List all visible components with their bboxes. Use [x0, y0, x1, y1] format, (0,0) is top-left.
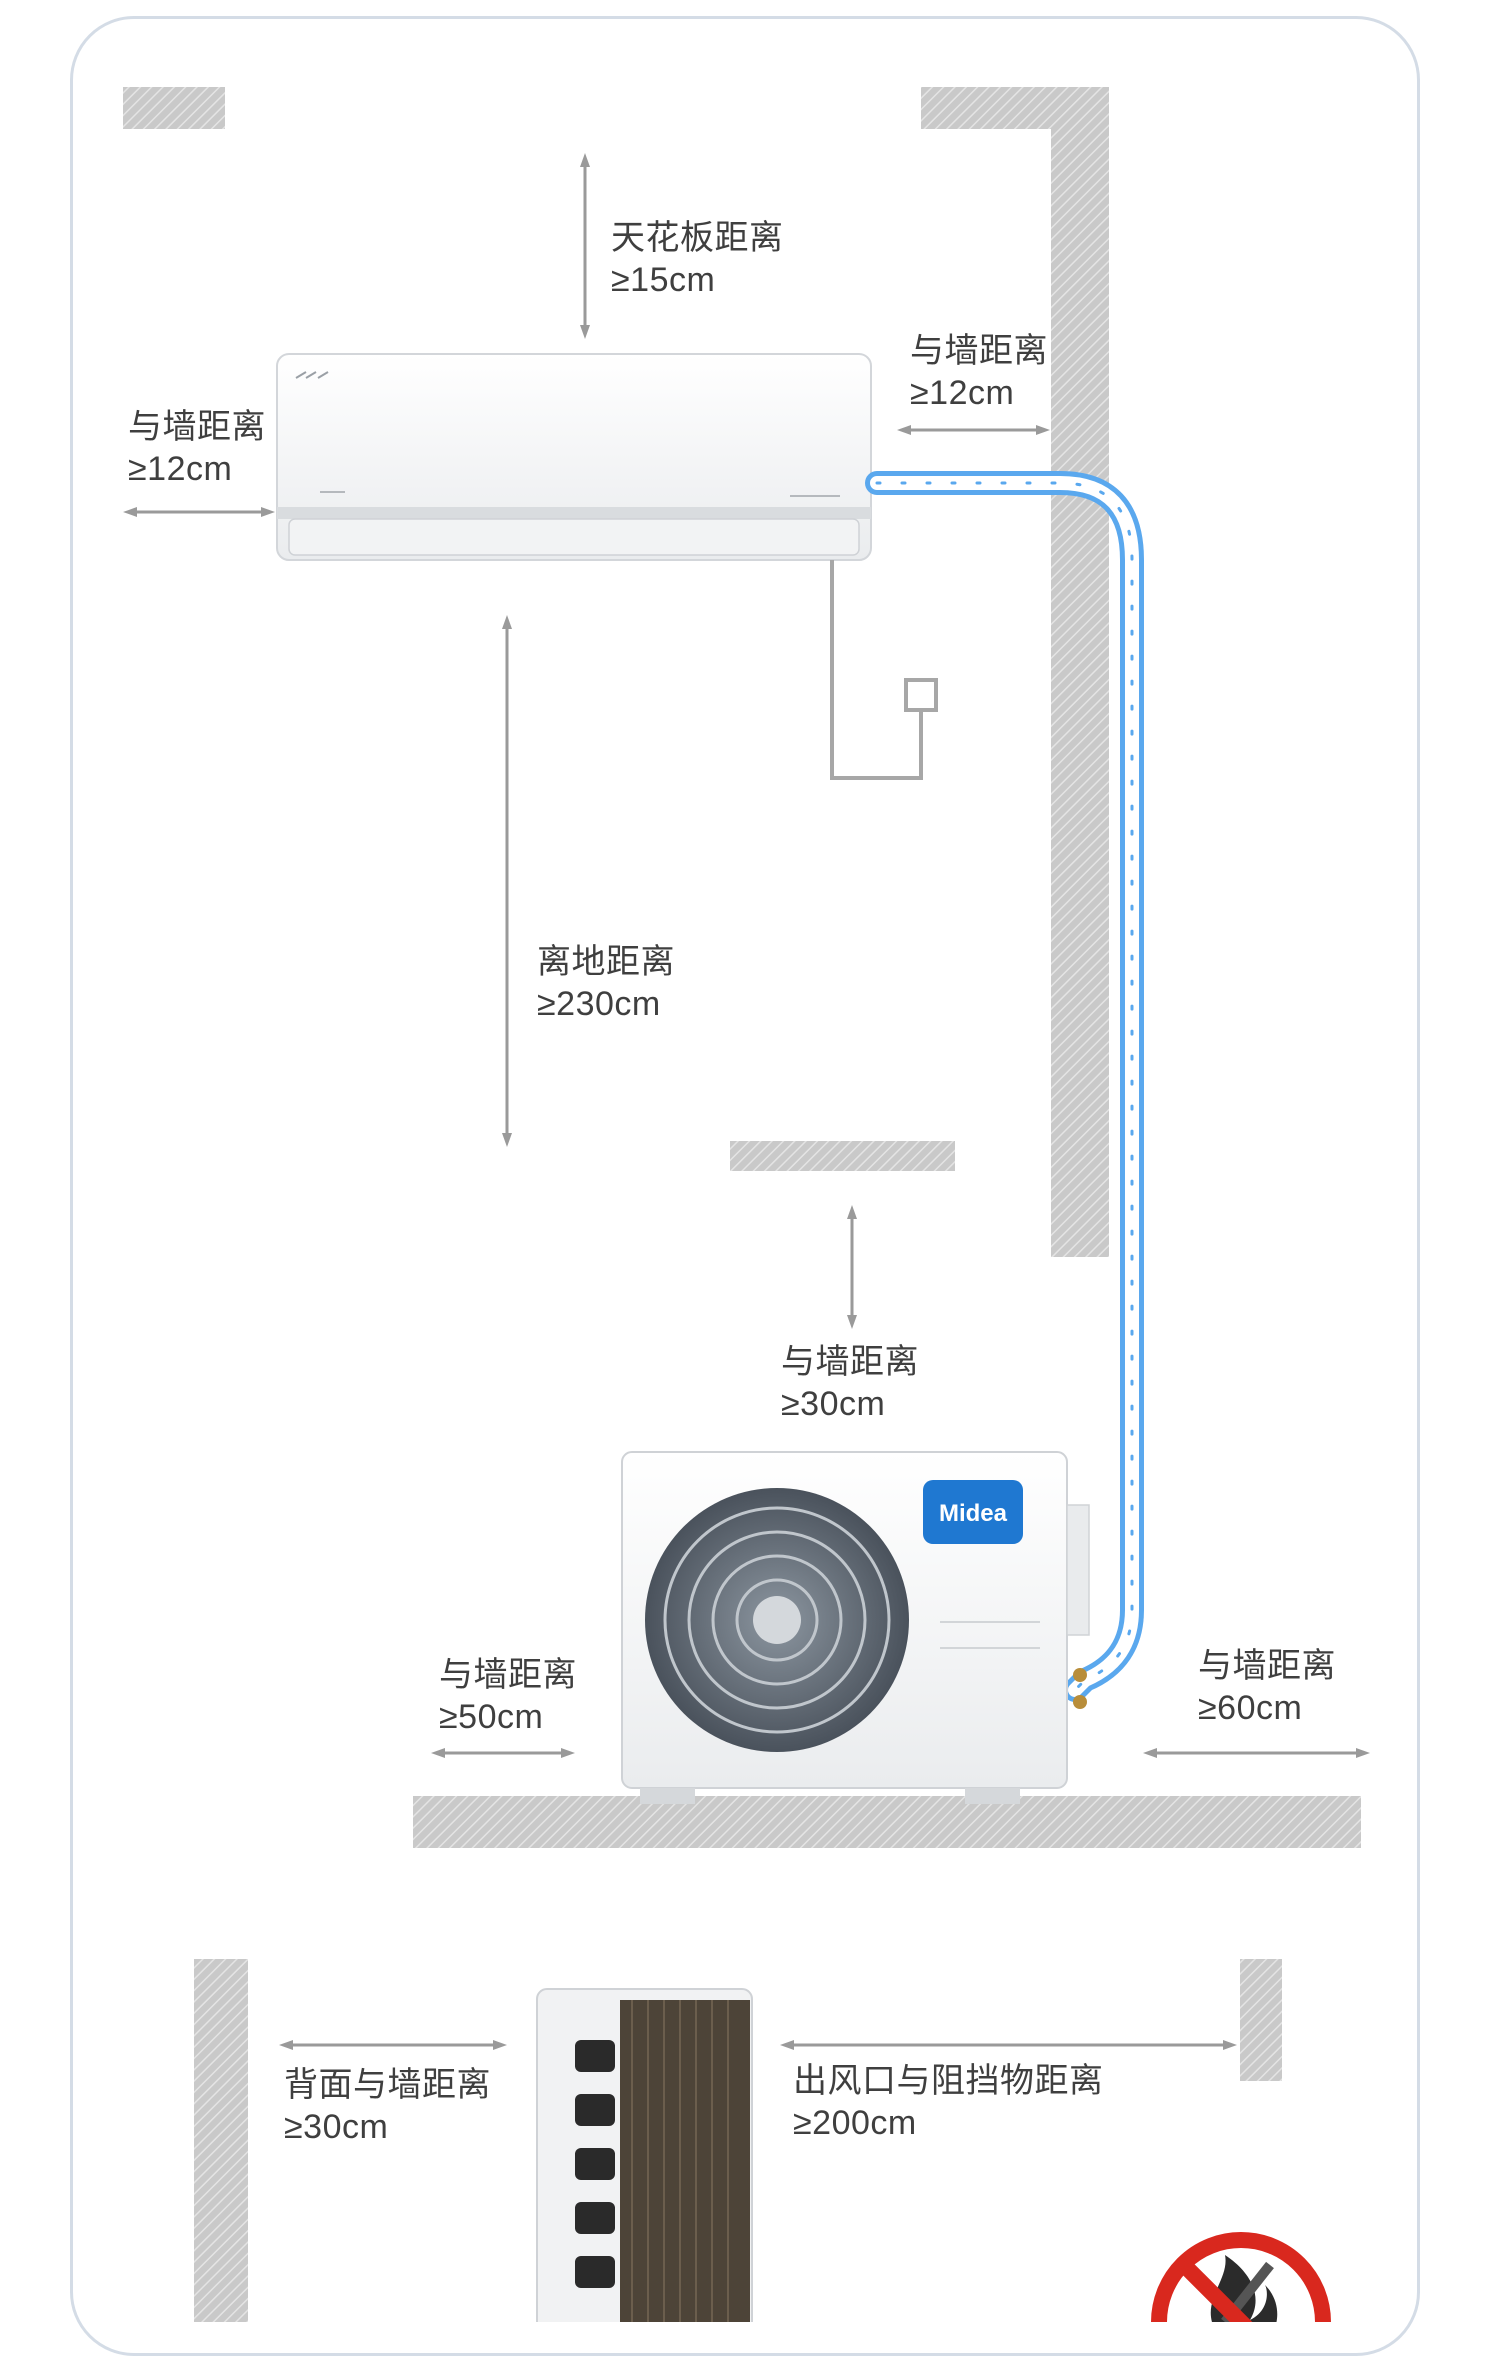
label-floor-value: ≥230cm — [537, 985, 661, 1023]
label-outdoor-right-value: ≥60cm — [1198, 1689, 1302, 1727]
label-indoor-left-value: ≥12cm — [128, 450, 232, 488]
ground-slab — [413, 1796, 1361, 1848]
label-indoor-left: 与墙距离 ≥12cm — [128, 406, 266, 490]
label-outdoor-left-value: ≥50cm — [439, 1698, 543, 1736]
drain-outlet — [906, 680, 936, 710]
label-outdoor-top-name: 与墙距离 — [781, 1343, 919, 1381]
brand-logo-text: Midea — [939, 1500, 1008, 1527]
label-outlet: 出风口与阻挡物距离 ≥200cm — [793, 2060, 1104, 2144]
label-indoor-right-value: ≥12cm — [910, 374, 1014, 412]
label-indoor-left-name: 与墙距离 — [128, 408, 266, 446]
label-outdoor-right-name: 与墙距离 — [1198, 1647, 1336, 1685]
label-outlet-name: 出风口与阻挡物距离 — [793, 2062, 1104, 2100]
label-outdoor-right: 与墙距离 ≥60cm — [1198, 1645, 1336, 1729]
no-fire-icon — [1159, 2240, 1323, 2322]
indoor-unit — [277, 354, 871, 560]
fan-hub — [753, 1596, 801, 1644]
ceiling-wall-left — [123, 87, 225, 129]
overhang-wall — [730, 1141, 955, 1171]
label-indoor-right: 与墙距离 ≥12cm — [910, 330, 1048, 414]
side-wall — [1051, 87, 1109, 1257]
label-indoor-right-name: 与墙距离 — [910, 332, 1048, 370]
label-outdoor-left-name: 与墙距离 — [439, 1656, 577, 1694]
label-ceiling-value: ≥15cm — [611, 261, 715, 299]
label-outdoor-left: 与墙距离 ≥50cm — [439, 1654, 577, 1738]
label-outdoor-top-value: ≥30cm — [781, 1385, 885, 1423]
label-floor: 离地距离 ≥230cm — [537, 941, 675, 1025]
label-back-name: 背面与墙距离 — [284, 2066, 491, 2104]
side-view-unit — [537, 1989, 752, 2322]
label-back-value: ≥30cm — [284, 2108, 388, 2146]
label-floor-name: 离地距离 — [537, 943, 675, 981]
back-wall-left — [194, 1959, 248, 2322]
drain-pipe — [832, 560, 921, 778]
label-outlet-value: ≥200cm — [793, 2104, 917, 2142]
obstacle-wall-right — [1240, 1959, 1282, 2081]
label-ceiling: 天花板距离 ≥15cm — [611, 217, 784, 301]
brand-logo: Midea — [923, 1480, 1023, 1544]
label-outdoor-top: 与墙距离 ≥30cm — [781, 1341, 919, 1425]
label-ceiling-name: 天花板距离 — [611, 219, 784, 257]
label-back: 背面与墙距离 ≥30cm — [284, 2064, 491, 2148]
